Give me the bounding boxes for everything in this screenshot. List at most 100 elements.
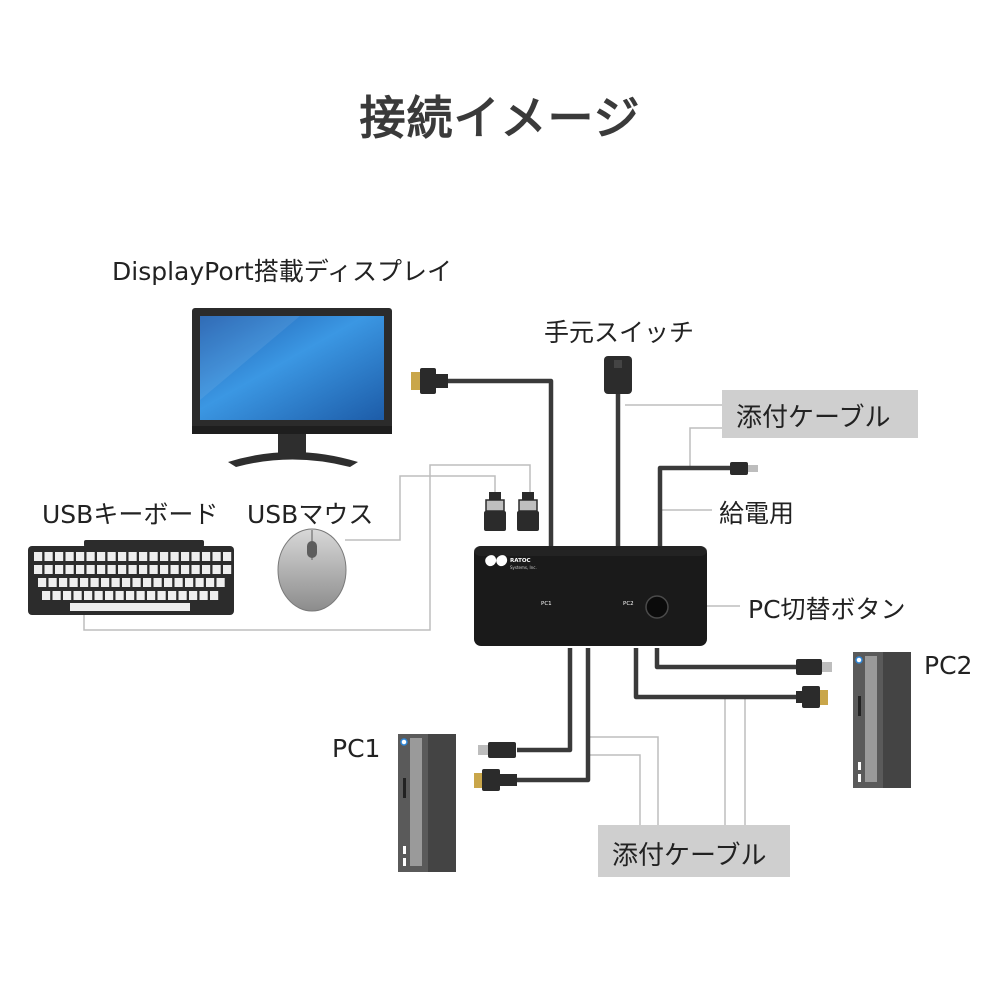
keyboard-key xyxy=(122,578,131,587)
keyboard-key xyxy=(170,552,179,561)
keyboard-key xyxy=(55,552,64,561)
keyboard-key xyxy=(34,552,43,561)
keyboard-key xyxy=(55,565,64,574)
keyboard-key xyxy=(181,552,190,561)
keyboard-key xyxy=(139,565,148,574)
keyboard-key xyxy=(48,578,57,587)
cable-pc2-dp xyxy=(633,648,796,700)
usb-connectors xyxy=(484,492,539,531)
keyboard-key xyxy=(157,591,166,600)
power-connector xyxy=(730,462,758,475)
keyboard-key xyxy=(223,552,232,561)
keyboard-key xyxy=(139,552,148,561)
keyboard-key xyxy=(126,591,135,600)
keyboard-key xyxy=(63,591,72,600)
keyboard-key xyxy=(149,552,158,561)
cable-pc1-dp xyxy=(517,648,591,783)
keyboard-key xyxy=(76,552,85,561)
mouse-illustration xyxy=(277,528,347,612)
keyboard-spacebar xyxy=(70,603,190,611)
display-connector xyxy=(411,368,448,394)
keyboard-key xyxy=(52,591,61,600)
keyboard-key xyxy=(136,591,145,600)
keyboard-key xyxy=(65,565,74,574)
keyboard-key xyxy=(185,578,194,587)
keyboard-key xyxy=(195,578,204,587)
keyboard-key xyxy=(65,552,74,561)
keyboard-key xyxy=(76,565,85,574)
keyboard-key xyxy=(94,591,103,600)
cables xyxy=(448,378,796,783)
keyboard-key xyxy=(44,565,53,574)
monitor-illustration xyxy=(192,308,392,467)
keyboard-key xyxy=(206,578,215,587)
keyboard-key xyxy=(101,578,110,587)
keyboard-key xyxy=(97,565,106,574)
keyboard-key xyxy=(107,565,116,574)
leader-cable-top-2 xyxy=(689,427,722,470)
keyboard-key xyxy=(202,552,211,561)
keyboard-key xyxy=(149,565,158,574)
label-mouse: USBマウス xyxy=(247,500,374,529)
pc1-connectors xyxy=(474,742,517,791)
keyboard-key xyxy=(132,578,141,587)
mouse-wheel xyxy=(307,541,317,558)
label-display: DisplayPort搭載ディスプレイ xyxy=(112,257,452,286)
keyboard-key xyxy=(97,552,106,561)
port-label-pc1: PC1 xyxy=(541,601,552,607)
callout-cable-top: 添付ケーブル xyxy=(722,390,918,438)
keyboard-key xyxy=(147,591,156,600)
label-pc-switch-button: PC切替ボタン xyxy=(748,595,906,624)
label-hand-switch: 手元スイッチ xyxy=(544,318,695,347)
leader-keyboard xyxy=(83,464,531,631)
port-label-pc2: PC2 xyxy=(623,601,634,607)
keyboard-key xyxy=(38,578,47,587)
keyboard-key xyxy=(181,565,190,574)
keyboard-key xyxy=(174,578,183,587)
pc2-connectors xyxy=(796,659,832,708)
keyboard-key xyxy=(191,565,200,574)
keyboard-key xyxy=(84,591,93,600)
pc-switch-button xyxy=(645,595,669,619)
hand-switch-illustration xyxy=(604,356,632,394)
keyboard-key xyxy=(212,552,221,561)
brand-sub: Systems, Inc. xyxy=(510,565,537,570)
pc2-tower xyxy=(853,652,911,788)
monitor-stand xyxy=(228,452,358,467)
label-pc2: PC2 xyxy=(924,651,973,680)
keyboard-key xyxy=(105,591,114,600)
keyboard-key xyxy=(118,552,127,561)
keyboard-key xyxy=(223,565,232,574)
keyboard-key xyxy=(160,565,169,574)
brand-name: RATOC xyxy=(510,558,531,564)
pc1-tower xyxy=(398,734,456,872)
keyboard-key xyxy=(107,552,116,561)
keyboard-key xyxy=(202,565,211,574)
keyboard-key xyxy=(128,552,137,561)
keyboard-key xyxy=(216,578,225,587)
page-title: 接続イメージ xyxy=(359,91,641,145)
keyboard-key xyxy=(143,578,152,587)
cable-power xyxy=(657,465,732,548)
leader-mouse xyxy=(345,475,496,541)
keyboard-key xyxy=(73,591,82,600)
keyboard-key xyxy=(178,591,187,600)
label-pc1: PC1 xyxy=(332,734,381,763)
kvm-body xyxy=(474,546,707,646)
keyboard-key xyxy=(160,552,169,561)
leader-pc1-a xyxy=(588,736,659,825)
keyboard-key xyxy=(80,578,89,587)
keyboard-key xyxy=(168,591,177,600)
keyboard-illustration xyxy=(28,540,234,615)
keyboard-key xyxy=(86,552,95,561)
kvm-switch-device: RATOC Systems, Inc. PC1 PC2 xyxy=(474,546,707,646)
monitor-screen xyxy=(200,316,384,420)
keyboard-key xyxy=(90,578,99,587)
keyboard-key xyxy=(69,578,78,587)
cable-pc2-usb xyxy=(654,648,796,670)
leader-lines xyxy=(83,404,746,825)
brand-logo xyxy=(485,555,508,567)
keyboard-key xyxy=(199,591,208,600)
